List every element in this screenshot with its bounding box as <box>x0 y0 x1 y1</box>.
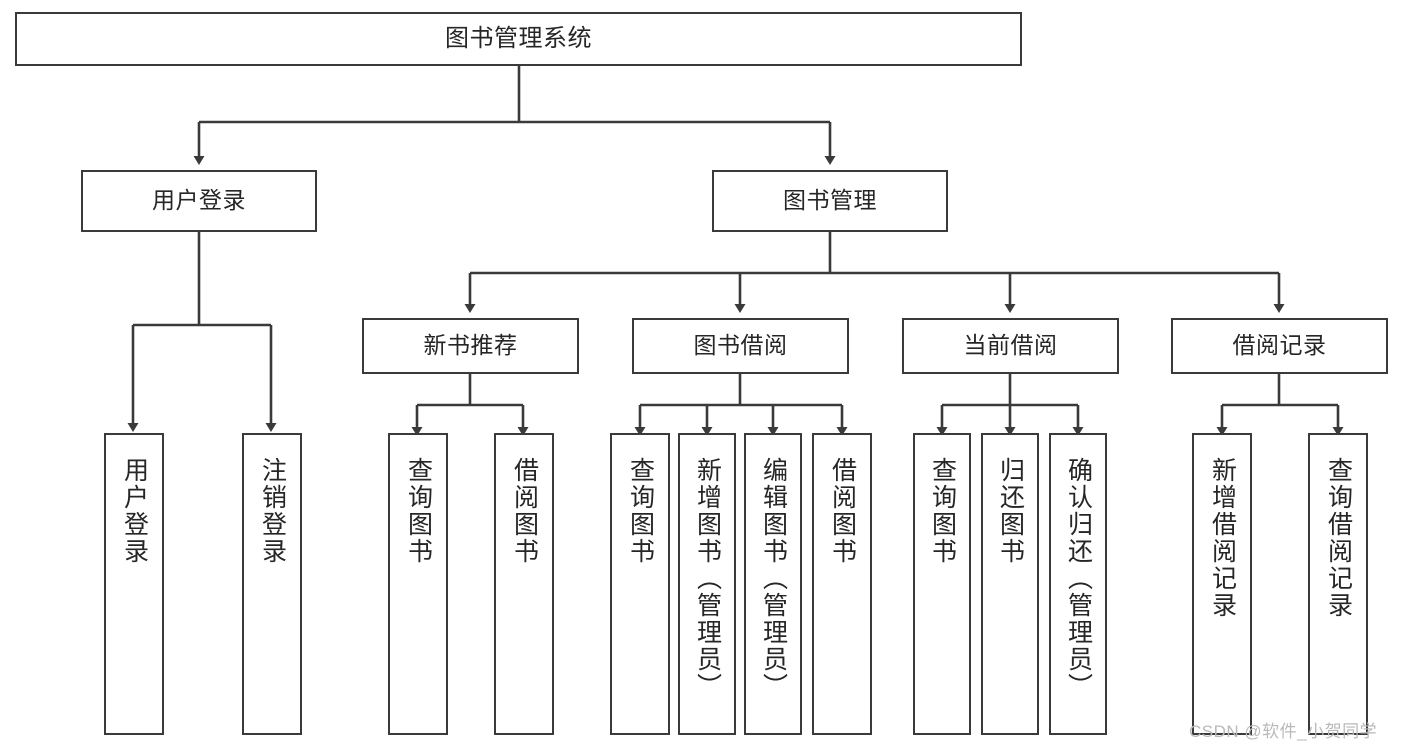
node-user-login[interactable]: 用户登录 <box>81 170 317 232</box>
node-label: 归还图书 <box>996 457 1025 565</box>
leaf-current-query-book[interactable]: 查询图书 <box>913 433 971 735</box>
node-new-book-recommend[interactable]: 新书推荐 <box>362 318 579 374</box>
node-label: 查询借阅记录 <box>1324 457 1353 619</box>
leaf-current-confirm-return[interactable]: 确认归还（管理员） <box>1049 433 1107 735</box>
leaf-recommend-query-book[interactable]: 查询图书 <box>388 433 448 735</box>
node-label: 借阅记录 <box>1232 332 1327 359</box>
leaf-recommend-borrow-book[interactable]: 借阅图书 <box>494 433 554 735</box>
node-label: 新书推荐 <box>423 332 518 359</box>
leaf-current-return-book[interactable]: 归还图书 <box>981 433 1039 735</box>
node-label: 查询图书 <box>626 457 655 565</box>
leaf-record-query-record[interactable]: 查询借阅记录 <box>1308 433 1368 735</box>
node-label: 图书管理系统 <box>445 24 592 52</box>
csdn-watermark: CSDN @软件_小贺同学 <box>1189 722 1378 741</box>
node-label: 用户登录 <box>120 457 149 565</box>
node-label: 查询图书 <box>404 457 433 565</box>
node-label: 编辑图书（管理员） <box>759 457 788 700</box>
node-current-borrow[interactable]: 当前借阅 <box>902 318 1119 374</box>
node-borrow-record[interactable]: 借阅记录 <box>1171 318 1388 374</box>
node-root-system[interactable]: 图书管理系统 <box>15 12 1022 66</box>
node-label: 当前借阅 <box>963 332 1058 359</box>
leaf-borrow-add-book[interactable]: 新增图书（管理员） <box>678 433 736 735</box>
node-book-borrow[interactable]: 图书借阅 <box>632 318 849 374</box>
node-label: 借阅图书 <box>828 457 857 565</box>
node-label: 确认归还（管理员） <box>1064 457 1093 700</box>
node-label: 图书借阅 <box>693 332 788 359</box>
node-book-management[interactable]: 图书管理 <box>712 170 948 232</box>
node-label: 注销登录 <box>258 457 287 565</box>
node-label: 借阅图书 <box>510 457 539 565</box>
node-label: 用户登录 <box>152 187 246 214</box>
leaf-user-login-signin[interactable]: 用户登录 <box>104 433 164 735</box>
leaf-user-login-signout[interactable]: 注销登录 <box>242 433 302 735</box>
node-label: 图书管理 <box>783 187 877 214</box>
node-label: 查询图书 <box>928 457 957 565</box>
node-label: 新增图书（管理员） <box>693 457 722 700</box>
leaf-borrow-borrow-book[interactable]: 借阅图书 <box>812 433 872 735</box>
node-label: 新增借阅记录 <box>1208 457 1237 619</box>
leaf-record-add-record[interactable]: 新增借阅记录 <box>1192 433 1252 735</box>
leaf-borrow-edit-book[interactable]: 编辑图书（管理员） <box>744 433 802 735</box>
leaf-borrow-query-book[interactable]: 查询图书 <box>610 433 670 735</box>
